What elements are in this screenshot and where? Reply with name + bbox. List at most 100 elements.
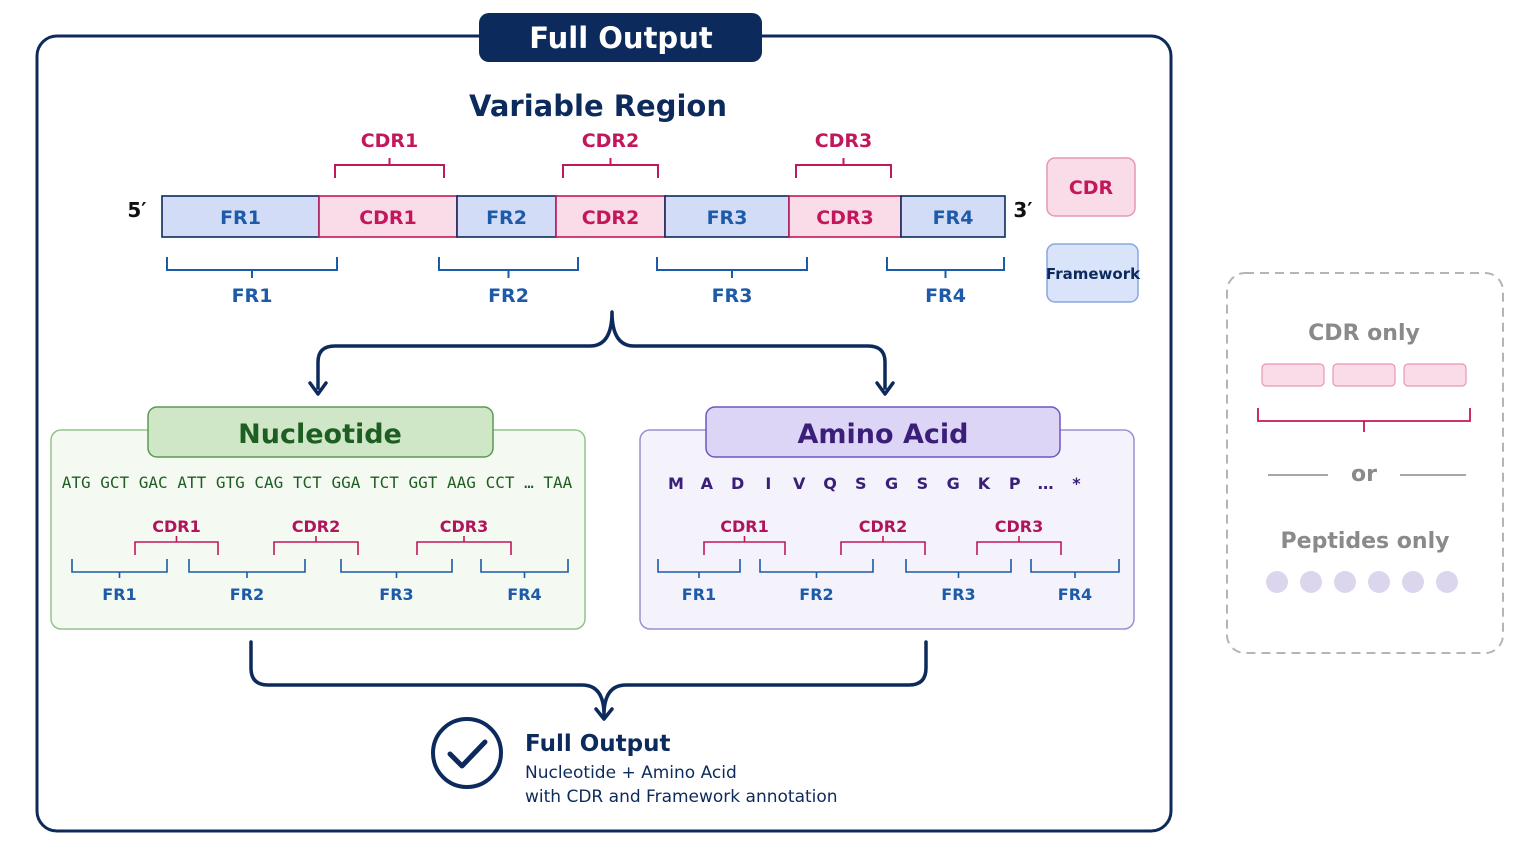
residue: P [1009, 474, 1021, 493]
residue: Q [823, 474, 837, 493]
amino-acid-title: Amino Acid [798, 419, 969, 450]
nt-cdr-bracket [416, 536, 512, 555]
nt-fr-label: FR1 [102, 585, 136, 604]
nt-cdr-label: CDR2 [292, 517, 340, 536]
cdr-only-block-3 [1403, 363, 1467, 387]
cdr-bracket-label: CDR1 [361, 130, 419, 152]
arrow-head-nucleotide [308, 381, 328, 396]
residue: … [1038, 474, 1054, 493]
peptide-dot [1368, 571, 1390, 593]
residue: I [765, 474, 771, 493]
checkmark-circle-icon [431, 717, 503, 789]
variable-region-title: Variable Region [469, 89, 727, 123]
nt-fr-bracket [480, 559, 569, 578]
three-prime-label: 3′ [1013, 198, 1032, 222]
aa-cdr-label: CDR2 [859, 517, 907, 536]
aa-fr-label: FR2 [799, 585, 833, 604]
cdr-bracket-label: CDR3 [815, 130, 873, 152]
aa-fr-bracket [759, 559, 874, 578]
aa-cdr-bracket [703, 536, 786, 555]
aa-cdr-label: CDR1 [720, 517, 768, 536]
segment-label-cdr3: CDR3 [816, 207, 874, 229]
segment-fr4 [900, 195, 1006, 238]
segment-label-fr1: FR1 [220, 207, 261, 229]
result-line-2: with CDR and Framework annotation [525, 787, 838, 807]
fr-bracket-label: FR2 [488, 285, 529, 307]
residue: G [947, 474, 960, 493]
result-title: Full Output [525, 731, 670, 757]
peptide-dots [1266, 571, 1458, 593]
segment-cdr3 [788, 195, 902, 238]
residue: G [885, 474, 898, 493]
peptides-only-label: Peptides only [1281, 529, 1450, 554]
nt-fr-bracket [340, 559, 453, 578]
nucleotide-sequence: ATG GCT GAC ATT GTG CAG TCT GGA TCT GGT … [62, 473, 573, 492]
nt-fr-label: FR4 [507, 585, 541, 604]
segment-cdr2 [555, 195, 666, 238]
cdr-only-block-2 [1332, 363, 1396, 387]
peptide-dot [1266, 571, 1288, 593]
nucleotide-tab [147, 406, 494, 458]
nt-fr-label: FR3 [379, 585, 413, 604]
segment-label-fr2: FR2 [486, 207, 527, 229]
nt-fr-label: FR2 [230, 585, 264, 604]
residue: V [793, 474, 806, 493]
checkmark-icon [447, 739, 488, 769]
cdr-bracket [562, 158, 659, 178]
legend-framework-label: Framework [1046, 265, 1141, 283]
cdr-only-bracket [1257, 408, 1471, 432]
fr-bracket [166, 257, 338, 278]
nt-cdr-label: CDR3 [440, 517, 488, 536]
residue: K [978, 474, 991, 493]
arrow-head-amino-acid [875, 381, 895, 396]
aa-cdr-bracket [976, 536, 1062, 555]
aa-fr-bracket [657, 559, 741, 578]
fr-bracket-label: FR3 [712, 285, 753, 307]
result-line-1: Nucleotide + Amino Acid [525, 763, 737, 783]
nucleotide-title: Nucleotide [238, 419, 402, 450]
peptide-dot [1402, 571, 1424, 593]
aa-fr-bracket [1030, 559, 1120, 578]
arrow-head-result [594, 707, 614, 721]
residue: S [917, 474, 929, 493]
nt-fr-bracket [71, 559, 168, 578]
aa-fr-label: FR1 [682, 585, 716, 604]
segment-label-fr4: FR4 [933, 207, 974, 229]
split-brace-connector [316, 310, 887, 390]
variable-region-cdr-brackets: CDR1 CDR2 CDR3 [334, 130, 892, 178]
segment-label-cdr1: CDR1 [359, 207, 417, 229]
peptide-dot [1300, 571, 1322, 593]
nt-fr-bracket [188, 559, 306, 578]
fr-bracket [886, 257, 1005, 278]
fr-bracket [438, 257, 579, 278]
aa-fr-label: FR3 [941, 585, 975, 604]
header-title: Full Output [529, 21, 713, 55]
merge-brace-connector [249, 640, 928, 717]
fr-bracket-label: FR4 [925, 285, 966, 307]
header-tab [479, 13, 762, 62]
residue: * [1072, 474, 1081, 493]
residue: M [668, 474, 684, 493]
residue: A [701, 474, 714, 493]
residue: D [731, 474, 744, 493]
five-prime-label: 5′ [127, 198, 146, 222]
legend-framework-swatch [1046, 243, 1139, 303]
segment-fr1 [161, 195, 320, 238]
cdr-bracket-label: CDR2 [582, 130, 640, 152]
peptide-dot [1436, 571, 1458, 593]
segment-label-cdr2: CDR2 [582, 207, 640, 229]
nt-cdr-bracket [273, 536, 359, 555]
legend-cdr-swatch [1046, 157, 1136, 217]
cdr-only-block-1 [1261, 363, 1325, 387]
nt-cdr-bracket [134, 536, 219, 555]
segment-fr3 [664, 195, 790, 238]
fr-bracket-label: FR1 [232, 285, 273, 307]
aa-cdr-label: CDR3 [995, 517, 1043, 536]
aa-fr-bracket [905, 559, 1012, 578]
segment-fr2 [456, 195, 557, 238]
